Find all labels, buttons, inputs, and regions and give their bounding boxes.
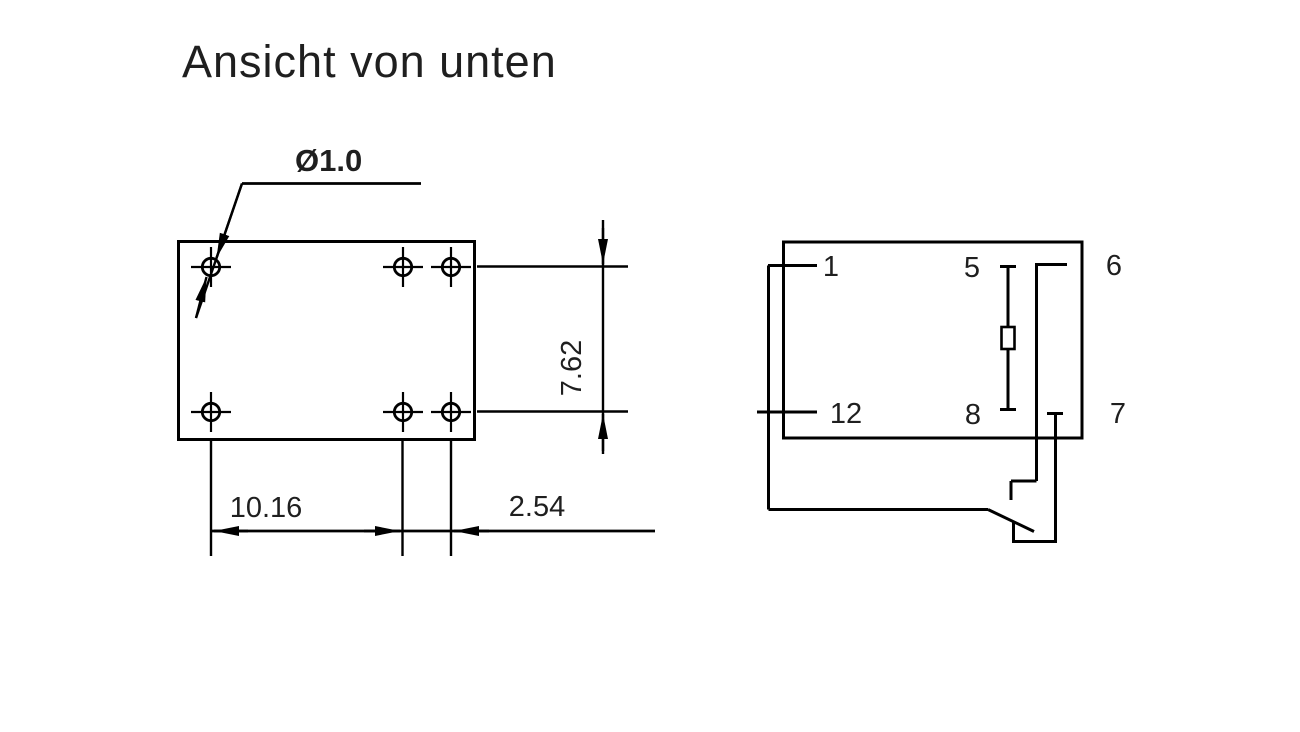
pin6-contact-path	[1009, 263, 1067, 500]
pin-label-6: 6	[1106, 250, 1122, 282]
pin-label-1: 1	[823, 251, 839, 283]
hole-diameter-label: Ø1.0	[295, 143, 362, 178]
pin-hole-bottom-left	[191, 392, 231, 432]
page-title: Ansicht von unten	[182, 36, 557, 87]
common-contact-path	[757, 264, 1035, 533]
pin-schematic	[757, 240, 1084, 543]
pin-hole-bottom-middle	[383, 392, 423, 432]
schematic-outline	[782, 240, 1084, 440]
pitch-right-label: 2.54	[509, 491, 565, 523]
pitch-left-label: 10.16	[230, 492, 303, 524]
pin-label-8: 8	[965, 399, 981, 431]
switch-blade	[987, 508, 1035, 533]
row-pitch-label: 7.62	[556, 340, 588, 396]
pin7-contact-path	[1012, 412, 1063, 543]
footprint-drawing	[177, 182, 655, 556]
pin-hole-top-right	[431, 247, 471, 287]
pin-label-7: 7	[1110, 398, 1126, 430]
pin-hole-bottom-right	[431, 392, 471, 432]
pin-hole-top-left	[191, 247, 231, 287]
dimension-column-pitch	[209, 441, 655, 556]
footprint-outline	[177, 240, 476, 441]
pin-label-12: 12	[830, 398, 862, 430]
diameter-leader	[194, 182, 421, 319]
coil-symbol	[1000, 265, 1016, 411]
pin-label-5: 5	[964, 252, 980, 284]
pin-hole-top-middle	[383, 247, 423, 287]
dimension-row-pitch	[477, 220, 628, 454]
